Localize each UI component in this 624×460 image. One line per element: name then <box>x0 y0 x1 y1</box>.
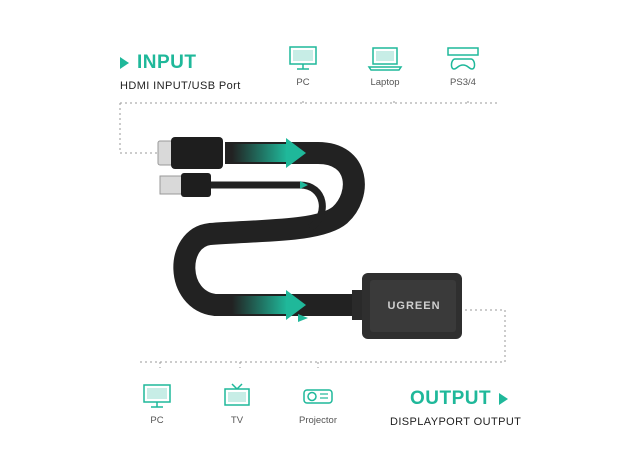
input-connector-lines <box>119 98 500 154</box>
input-device-laptop: Laptop <box>350 45 420 88</box>
brand-logo: UGREEN <box>387 300 441 312</box>
output-header: OUTPUT DISPLAYPORT OUTPUT <box>380 388 521 428</box>
laptop-icon <box>367 47 403 71</box>
usb-connector <box>159 173 211 197</box>
input-header: INPUT HDMI INPUT/USB Port <box>120 52 241 92</box>
output-connector-lines <box>140 309 506 368</box>
input-device-pc-label: PC <box>296 77 310 88</box>
input-device-pc: PC <box>268 45 338 88</box>
output-subtitle: DISPLAYPORT OUTPUT <box>390 416 522 428</box>
tv-icon <box>224 383 250 406</box>
output-device-projector: Projector <box>283 383 353 426</box>
displayport-adapter <box>352 273 462 339</box>
output-device-pc-label: PC <box>150 415 164 426</box>
projector-icon <box>303 389 333 404</box>
output-device-pc: PC <box>122 383 192 426</box>
output-title: OUTPUT <box>410 388 492 409</box>
game-console-icon <box>447 47 479 70</box>
input-device-console: PS3/4 <box>428 45 498 88</box>
play-triangle-icon <box>120 57 129 69</box>
output-device-tv-label: TV <box>230 415 244 426</box>
monitor-icon <box>289 46 317 70</box>
signal-arrows <box>232 138 308 322</box>
input-device-laptop-label: Laptop <box>370 77 400 88</box>
output-device-tv: TV <box>202 383 272 426</box>
output-device-projector-label: Projector <box>298 415 337 426</box>
hdmi-cable <box>173 142 365 316</box>
input-title: INPUT <box>137 52 197 73</box>
input-subtitle: HDMI INPUT/USB Port <box>120 80 241 92</box>
input-device-console-label: PS3/4 <box>450 77 476 88</box>
play-triangle-icon <box>499 393 509 405</box>
hdmi-connector <box>157 137 223 169</box>
monitor-icon <box>143 384 171 408</box>
